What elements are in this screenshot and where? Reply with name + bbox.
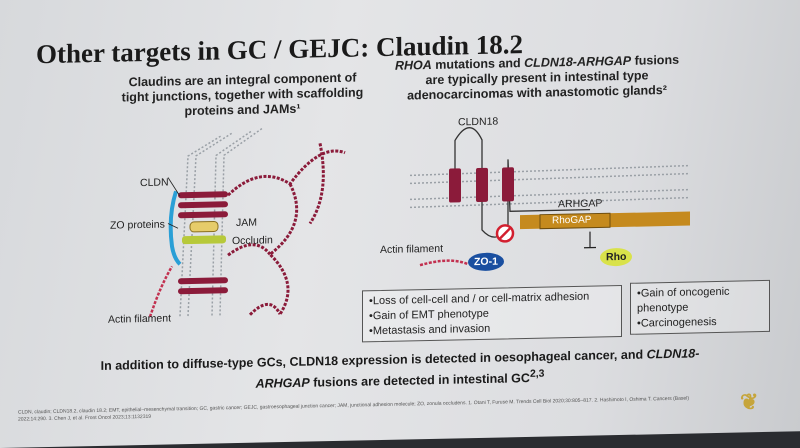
consequences-list-right: Gain of oncogenic phenotype Carcinogenes… bbox=[637, 284, 763, 332]
actin-filament-right-label: Actin filament bbox=[380, 242, 444, 257]
rhogap-label: RhoGAP bbox=[552, 214, 592, 227]
arhgap-label: ARHGAP bbox=[558, 197, 603, 211]
zo1-label: ZO-1 bbox=[474, 255, 498, 269]
consequences-box-right: Gain of oncogenic phenotype Carcinogenes… bbox=[630, 279, 770, 335]
cldn18-label: CLDN18 bbox=[458, 115, 499, 129]
consequences-list-left: Loss of cell-cell and / or cell-matrix a… bbox=[369, 289, 615, 339]
astrazeneca-logo-icon: ❦ bbox=[740, 389, 759, 415]
consequence-item: Gain of oncogenic phenotype bbox=[637, 284, 763, 317]
consequence-item: Carcinogenesis bbox=[637, 314, 763, 332]
rho-label: Rho bbox=[606, 250, 627, 264]
consequences-box-left: Loss of cell-cell and / or cell-matrix a… bbox=[362, 284, 622, 343]
